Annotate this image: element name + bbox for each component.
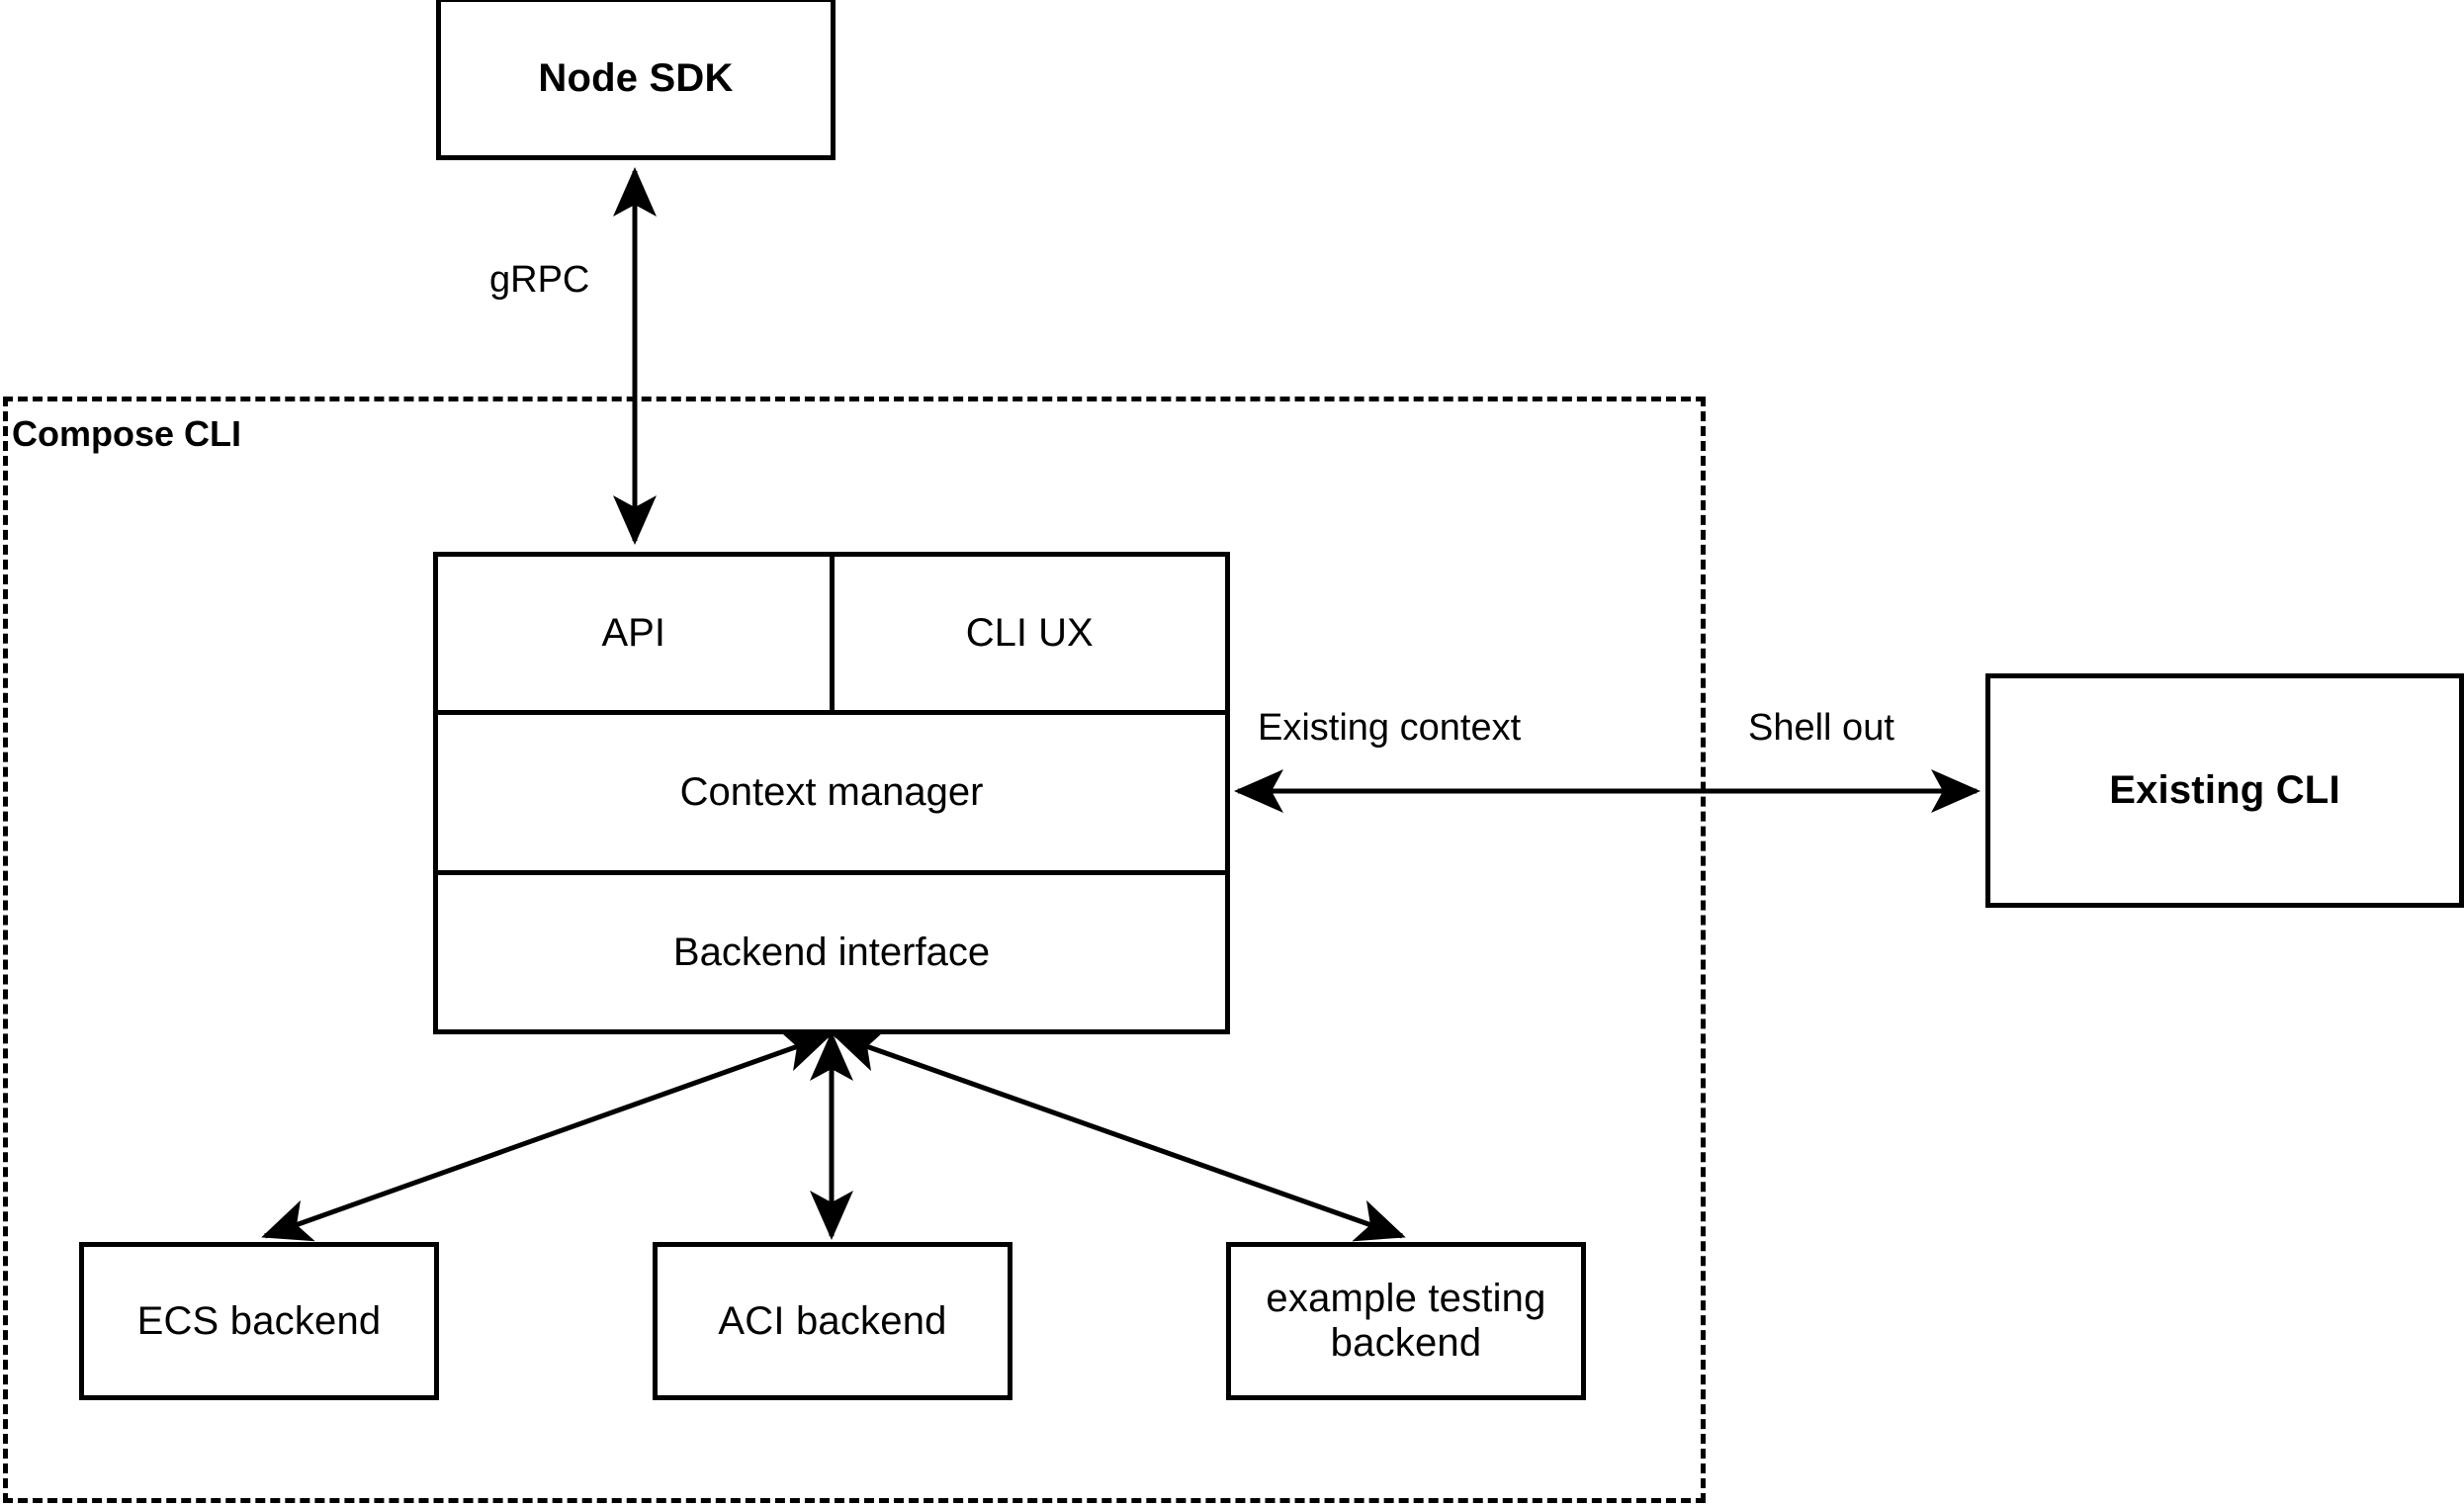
aci-backend-label: ACI backend [718, 1298, 947, 1343]
node-box-ecs-backend[interactable]: ECS backend [79, 1242, 439, 1400]
node-box-node-sdk[interactable]: Node SDK [436, 0, 836, 160]
cli-ux-label: CLI UX [965, 611, 1094, 655]
compose-cli-group-boundary [3, 397, 1706, 1503]
ecs-backend-label: ECS backend [136, 1298, 382, 1343]
stack-cell-context-manager[interactable]: Context manager [438, 715, 1225, 870]
edge-label-shell-out: Shell out [1748, 707, 1894, 749]
stack-row-api-cliux: API CLI UX [438, 557, 1225, 715]
edge-backend-ecs [261, 1029, 833, 1242]
example-testing-backend-label: example testing backend [1266, 1277, 1546, 1365]
edge-label-grpc: gRPC [489, 259, 590, 301]
compose-cli-group-title: Compose CLI [12, 413, 242, 454]
stack-row-context-manager: Context manager [438, 715, 1225, 875]
node-sdk-label: Node SDK [538, 56, 734, 101]
node-box-existing-cli[interactable]: Existing CLI [1985, 673, 2464, 908]
stack-cell-api[interactable]: API [438, 557, 830, 710]
existing-cli-label: Existing CLI [2109, 768, 2340, 813]
backend-interface-label: Backend interface [672, 930, 991, 974]
edge-label-existing-context: Existing context [1258, 707, 1522, 749]
node-box-aci-backend[interactable]: ACI backend [653, 1242, 1012, 1400]
stack-cell-backend-interface[interactable]: Backend interface [438, 875, 1225, 1029]
compose-cli-stack: API CLI UX Context manager Backend inter… [433, 552, 1230, 1034]
context-manager-label: Context manager [679, 770, 984, 814]
stack-row-backend-interface: Backend interface [438, 875, 1225, 1029]
edge-backend-example [832, 1029, 1406, 1242]
api-label: API [601, 611, 665, 655]
stack-cell-cli-ux[interactable]: CLI UX [829, 557, 1226, 710]
node-box-example-testing-backend[interactable]: example testing backend [1226, 1242, 1586, 1400]
